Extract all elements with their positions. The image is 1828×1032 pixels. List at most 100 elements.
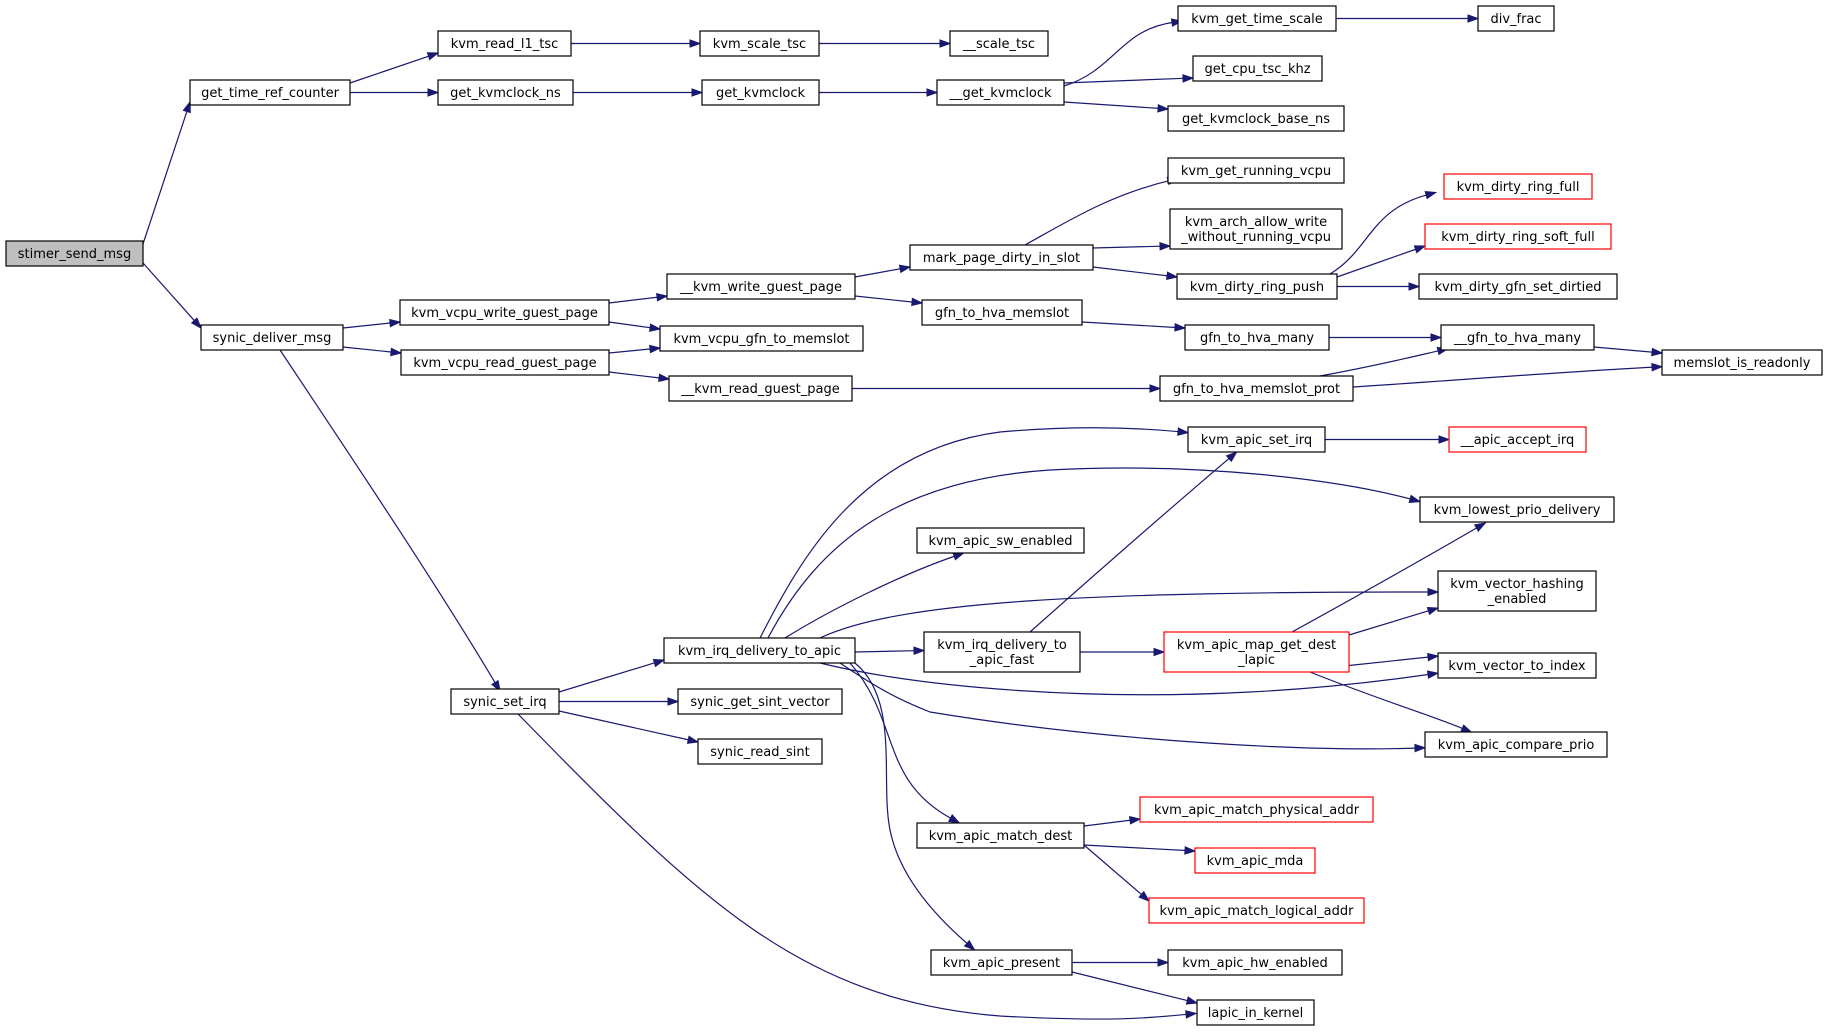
- function-node-kvm-lowest-prio-delivery[interactable]: kvm_lowest_prio_delivery: [1419, 496, 1615, 523]
- function-node-kvm-apic-set-irq[interactable]: kvm_apic_set_irq: [1187, 426, 1326, 453]
- function-node-kvm-get-time-scale[interactable]: kvm_get_time_scale: [1177, 5, 1337, 32]
- node-label: kvm_arch_allow_write: [1185, 215, 1327, 230]
- function-node-kvm-apic-match-physical-addr[interactable]: kvm_apic_match_physical_addr: [1139, 796, 1374, 823]
- function-node-get-kvmclock[interactable]: get_kvmclock: [701, 79, 820, 106]
- function-node-kvm-apic-match-logical-addr[interactable]: kvm_apic_match_logical_addr: [1148, 897, 1365, 924]
- edge-arrowhead: [1460, 724, 1473, 733]
- call-edge: [854, 662, 976, 951]
- function-node-div-frac[interactable]: div_frac: [1477, 5, 1555, 32]
- function-node-kvm-vcpu-read-guest-page[interactable]: kvm_vcpu_read_guest_page: [400, 349, 610, 376]
- function-node-kvm-dirty-ring-full[interactable]: kvm_dirty_ring_full: [1443, 173, 1593, 200]
- edge-line: [1352, 366, 1654, 388]
- node-box: [1661, 349, 1823, 376]
- node-box: [1176, 273, 1338, 300]
- node-box: [949, 30, 1049, 57]
- function-node-synic-read-sint[interactable]: synic_read_sint: [697, 738, 823, 765]
- edge-arrowhead: [911, 297, 924, 307]
- function-node-kvm-apic-mda[interactable]: kvm_apic_mda: [1194, 847, 1316, 874]
- edge-arrowhead: [1426, 606, 1440, 616]
- edge-line: [1083, 844, 1187, 852]
- function-node-kvm-apic-sw-enabled[interactable]: kvm_apic_sw_enabled: [916, 527, 1085, 554]
- node-box: [936, 79, 1065, 106]
- node-label: gfn_to_hva_memslot_prot: [1173, 382, 1340, 397]
- node-box: [666, 273, 856, 300]
- node-label: _enabled: [1487, 592, 1547, 607]
- function-node-get-time-ref-counter[interactable]: get_time_ref_counter: [189, 79, 351, 106]
- node-label: get_kvmclock_base_ns: [1182, 112, 1330, 127]
- function-node-kvm-apic-map-get-dest-lapic[interactable]: kvm_apic_map_get_dest_lapic: [1163, 631, 1350, 673]
- function-node-kvm-dirty-gfn-set-dirtied[interactable]: kvm_dirty_gfn_set_dirtied: [1418, 273, 1618, 300]
- edge-arrowhead: [1473, 522, 1487, 532]
- call-edge: [1325, 435, 1451, 444]
- function-node-synic-set-irq[interactable]: synic_set_irq: [450, 688, 560, 715]
- edge-line: [342, 346, 393, 353]
- function-node-kvm-read-guest-page[interactable]: __kvm_read_guest_page: [668, 375, 853, 402]
- function-node-apic-accept-irq[interactable]: __apic_accept_irq: [1448, 426, 1587, 453]
- function-node-kvm-vcpu-write-guest-page[interactable]: kvm_vcpu_write_guest_page: [399, 299, 610, 326]
- edge-arrowhead: [898, 264, 912, 274]
- call-edge: [1319, 346, 1450, 377]
- call-edge: [1083, 816, 1142, 827]
- edge-arrowhead: [389, 318, 402, 328]
- call-edge: [854, 295, 924, 307]
- function-node-kvm-vector-to-index[interactable]: kvm_vector_to_index: [1437, 652, 1597, 679]
- function-node-kvm-apic-hw-enabled[interactable]: kvm_apic_hw_enabled: [1167, 949, 1343, 976]
- function-node-gfn-to-hva-many[interactable]: __gfn_to_hva_many: [1440, 324, 1595, 351]
- call-edge: [1337, 282, 1421, 291]
- function-node-kvm-scale-tsc[interactable]: kvm_scale_tsc: [699, 30, 820, 57]
- node-label: kvm_apic_mda: [1207, 854, 1304, 869]
- node-box: [189, 79, 351, 106]
- edge-arrowhead: [649, 323, 662, 332]
- call-edge: [849, 662, 961, 824]
- function-node-kvm-vcpu-gfn-to-memslot[interactable]: kvm_vcpu_gfn_to_memslot: [659, 325, 864, 352]
- node-label: kvm_dirty_ring_soft_full: [1441, 230, 1595, 245]
- function-node-kvm-irq-delivery-to-apic-fast[interactable]: kvm_irq_delivery_to_apic_fast: [923, 631, 1081, 673]
- function-node-mark-page-dirty-in-slot[interactable]: mark_page_dirty_in_slot: [909, 244, 1094, 271]
- call-edge: [1083, 844, 1151, 902]
- node-label: kvm_apic_set_irq: [1201, 433, 1312, 448]
- function-node-kvm-get-running-vcpu[interactable]: kvm_get_running_vcpu: [1167, 157, 1345, 184]
- function-node-kvm-dirty-ring-push[interactable]: kvm_dirty_ring_push: [1176, 273, 1338, 300]
- edge-arrowhead: [390, 347, 403, 357]
- edge-line: [1083, 819, 1132, 827]
- call-edge: [819, 39, 952, 48]
- function-node-kvm-read-l1-tsc[interactable]: kvm_read_l1_tsc: [437, 30, 572, 57]
- edge-line: [854, 295, 914, 303]
- call-edge: [608, 344, 662, 354]
- function-node-kvm-apic-match-dest[interactable]: kvm_apic_match_dest: [916, 822, 1085, 849]
- function-node-kvm-write-guest-page[interactable]: __kvm_write_guest_page: [666, 273, 856, 300]
- function-node-gfn-to-hva-memslot-prot[interactable]: gfn_to_hva_memslot_prot: [1159, 375, 1354, 402]
- function-node-gfn-to-hva-many[interactable]: gfn_to_hva_many: [1184, 324, 1330, 351]
- edge-arrowhead: [667, 697, 680, 706]
- function-node-kvm-irq-delivery-to-apic[interactable]: kvm_irq_delivery_to_apic: [663, 637, 856, 664]
- function-node-synic-deliver-msg[interactable]: synic_deliver_msg: [200, 324, 344, 351]
- edge-arrowhead: [1414, 743, 1427, 753]
- function-node-get-kvmclock-base-ns[interactable]: get_kvmclock_base_ns: [1167, 105, 1345, 132]
- node-label: kvm_get_running_vcpu: [1181, 164, 1331, 179]
- function-node-get-kvmclock[interactable]: __get_kvmclock: [936, 79, 1065, 106]
- function-node-kvm-vector-hashing-enabled[interactable]: kvm_vector_hashing_enabled: [1437, 570, 1597, 612]
- function-node-kvm-apic-present[interactable]: kvm_apic_present: [930, 949, 1073, 976]
- function-node-synic-get-sint-vector[interactable]: synic_get_sint_vector: [677, 688, 843, 715]
- function-node-kvm-apic-compare-prio[interactable]: kvm_apic_compare_prio: [1424, 731, 1608, 758]
- edge-line: [854, 268, 902, 278]
- node-label: kvm_irq_delivery_to_apic: [678, 644, 841, 659]
- node-box: [437, 30, 572, 57]
- node-box: [1148, 897, 1365, 924]
- function-node-gfn-to-hva-memslot[interactable]: gfn_to_hva_memslot: [921, 299, 1083, 326]
- edge-line: [608, 348, 652, 354]
- function-node-lapic-in-kernel[interactable]: lapic_in_kernel: [1196, 999, 1315, 1026]
- edge-line: [142, 110, 188, 245]
- function-node-get-cpu-tsc-khz[interactable]: get_cpu_tsc_khz: [1192, 55, 1323, 82]
- edge-line: [1029, 457, 1231, 633]
- node-label: kvm_apic_map_get_dest: [1177, 638, 1336, 653]
- call-edge: [819, 587, 1440, 639]
- function-node-kvm-arch-allow-write[interactable]: kvm_arch_allow_write_without_running_vcp…: [1169, 208, 1343, 250]
- function-node-kvm-dirty-ring-soft-full[interactable]: kvm_dirty_ring_soft_full: [1424, 223, 1612, 250]
- call-edge: [759, 427, 1190, 639]
- function-node-get-kvmclock-ns[interactable]: get_kvmclock_ns: [437, 79, 574, 106]
- node-box: [1424, 731, 1608, 758]
- edge-line: [608, 296, 659, 304]
- function-node-scale-tsc[interactable]: __scale_tsc: [949, 30, 1049, 57]
- function-node-memslot-is-readonly[interactable]: memslot_is_readonly: [1661, 349, 1823, 376]
